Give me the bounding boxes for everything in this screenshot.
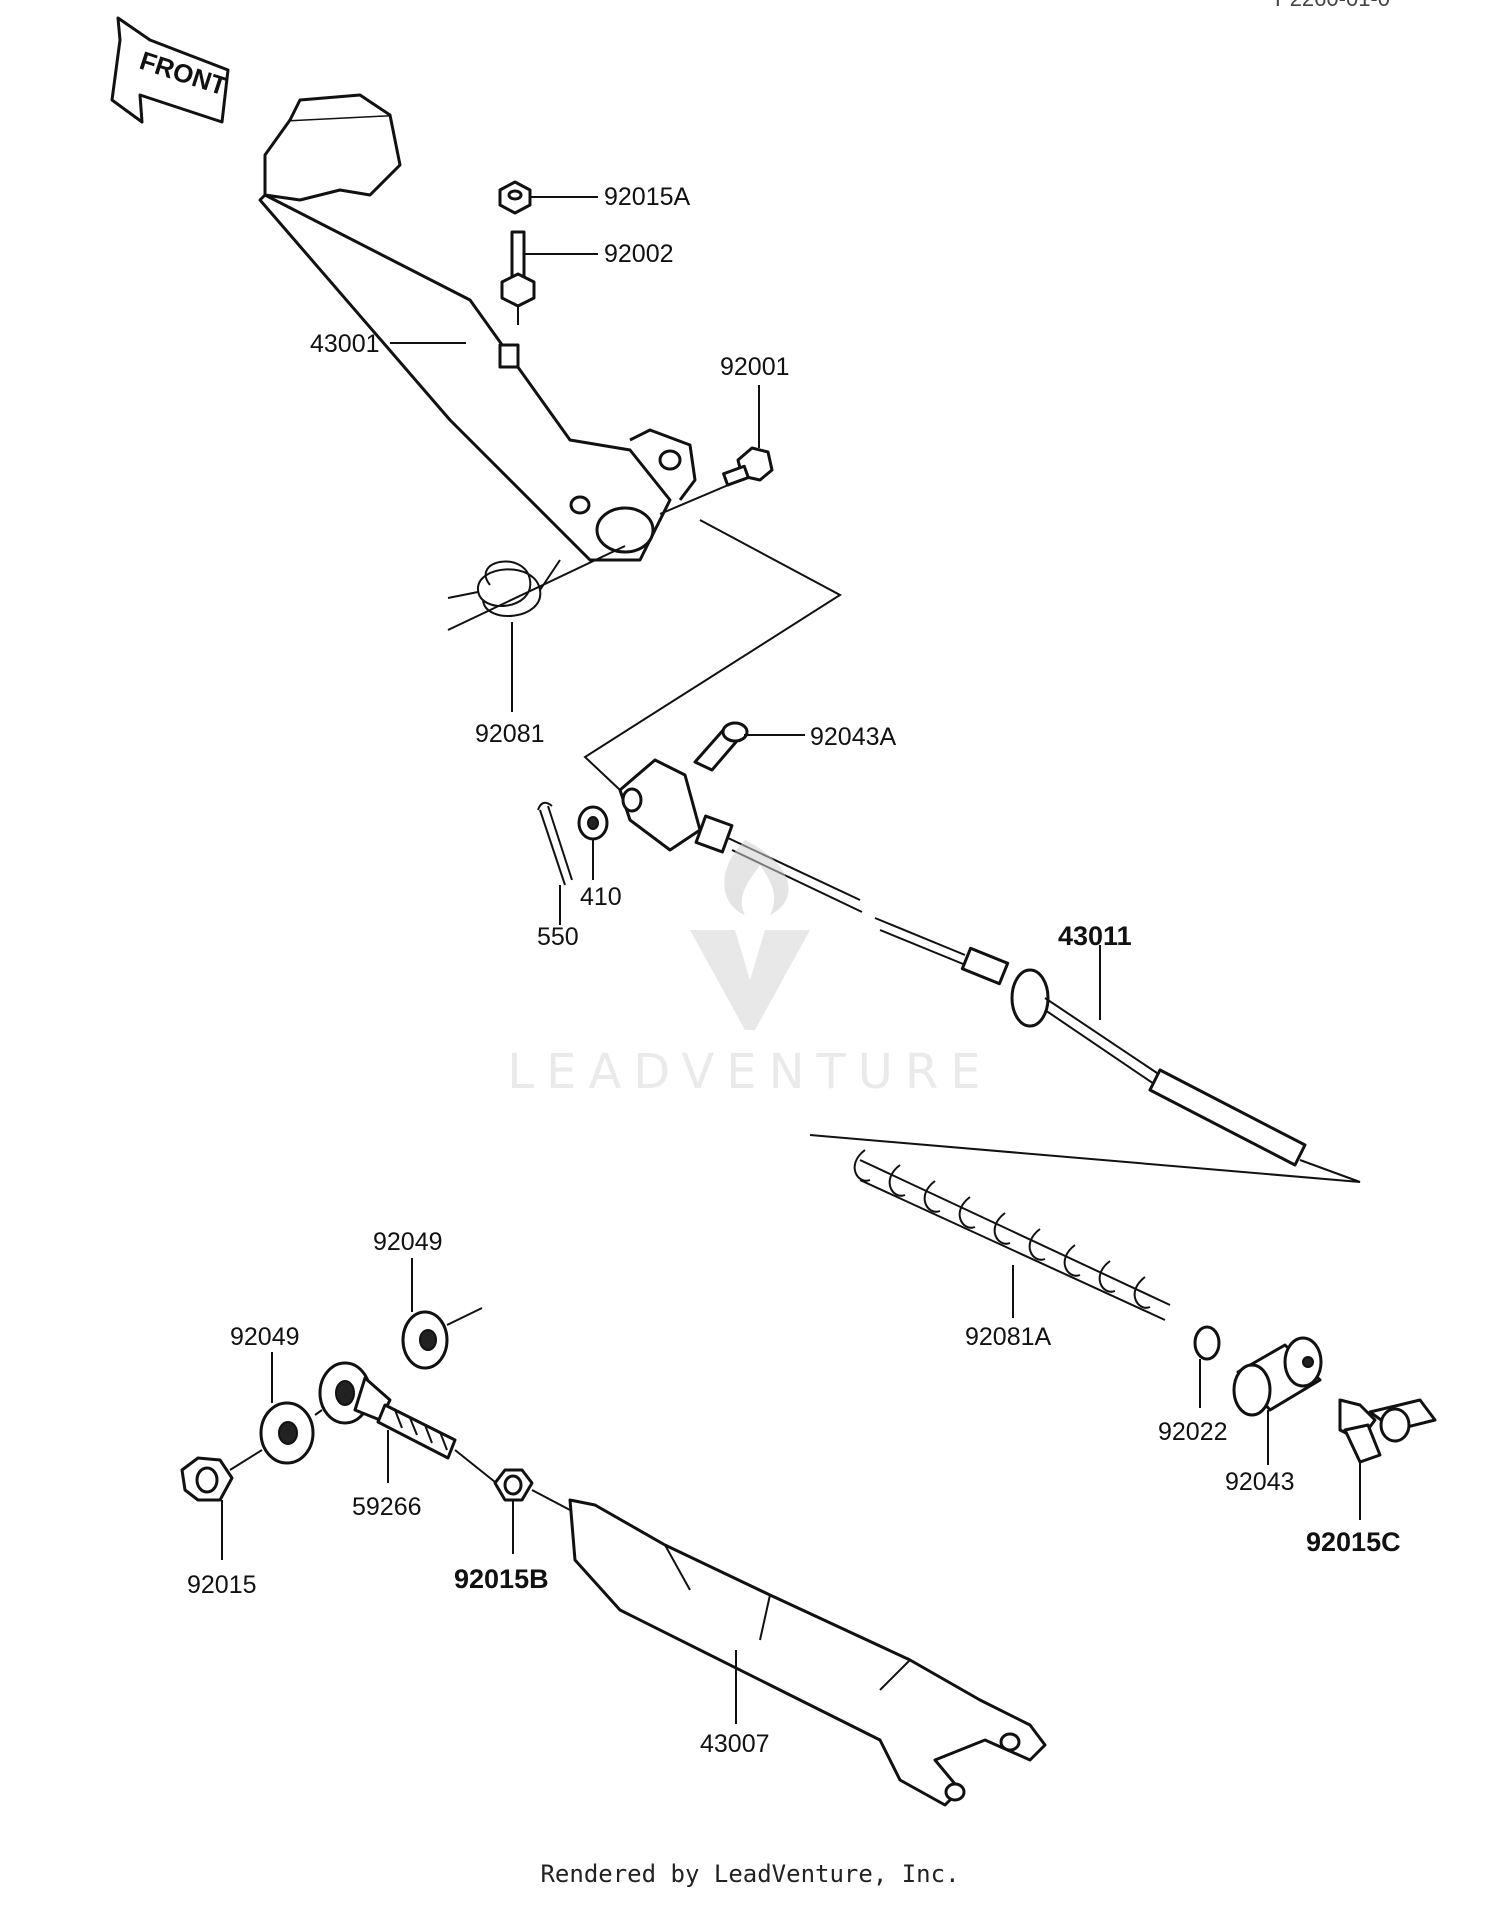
adjuster-92043-part — [1232, 1336, 1323, 1417]
watermark-text: LEADVENTURE — [507, 1044, 992, 1100]
callout-43011: 43011 — [1058, 921, 1132, 951]
rod-end-59266-part — [318, 1361, 457, 1460]
footer-credit: Rendered by LeadVenture, Inc. — [540, 1860, 960, 1888]
bolt-92002-part — [500, 230, 536, 325]
callout-92015B: 92015B — [454, 1564, 549, 1594]
callout-92015: 92015 — [187, 1571, 257, 1599]
diagram-code: P2260-01-0 — [1275, 0, 1390, 12]
nut-92015B-part — [493, 1468, 534, 1502]
nut-92015A-part — [498, 180, 532, 215]
callouts: 92015A 92002 43001 92001 92081 92043A 41… — [187, 183, 1401, 1758]
washer-92022-part — [1193, 1325, 1221, 1361]
front-arrow-icon: FRONT — [110, 16, 231, 124]
brake-rod-part — [727, 837, 1307, 1167]
flame-chevron-icon — [690, 840, 810, 1030]
callout-43001: 43001 — [310, 330, 380, 358]
leader-lines — [221, 196, 1361, 1724]
callout-92002: 92002 — [604, 240, 674, 268]
washer-92049-upper-part — [401, 1310, 449, 1370]
nut-92015-part — [180, 1456, 234, 1502]
clevis-part — [618, 758, 734, 854]
wing-nut-part — [1338, 1398, 1437, 1464]
callout-92043: 92043 — [1225, 1468, 1295, 1496]
callout-59266: 59266 — [352, 1493, 422, 1521]
compression-spring-part — [853, 1149, 1171, 1321]
torsion-spring-part — [447, 559, 561, 617]
cotter-pin-part — [537, 801, 573, 886]
callout-92043A: 92043A — [810, 723, 897, 751]
callout-92015C: 92015C — [1306, 1527, 1401, 1557]
callout-92081A: 92081A — [965, 1323, 1052, 1351]
callout-43007: 43007 — [700, 1730, 770, 1758]
watermark: LEADVENTURE — [507, 840, 992, 1100]
bolt-92001-part — [722, 446, 774, 487]
callout-92049-lower: 92049 — [230, 1323, 300, 1351]
callout-92022: 92022 — [1158, 1418, 1228, 1446]
callout-92081: 92081 — [475, 720, 545, 748]
callout-550: 550 — [537, 923, 579, 951]
clevis-pin-part — [693, 721, 749, 772]
washer-92049-lower-part — [259, 1401, 315, 1465]
washer-410-part — [577, 805, 609, 841]
brake-lever-rod-43007-part — [568, 1498, 1047, 1807]
callout-92001: 92001 — [720, 353, 790, 381]
callout-92049-upper: 92049 — [373, 1228, 443, 1256]
callout-92015A: 92015A — [604, 183, 691, 211]
brake-pedal-part — [258, 93, 697, 562]
callout-410: 410 — [580, 883, 622, 911]
